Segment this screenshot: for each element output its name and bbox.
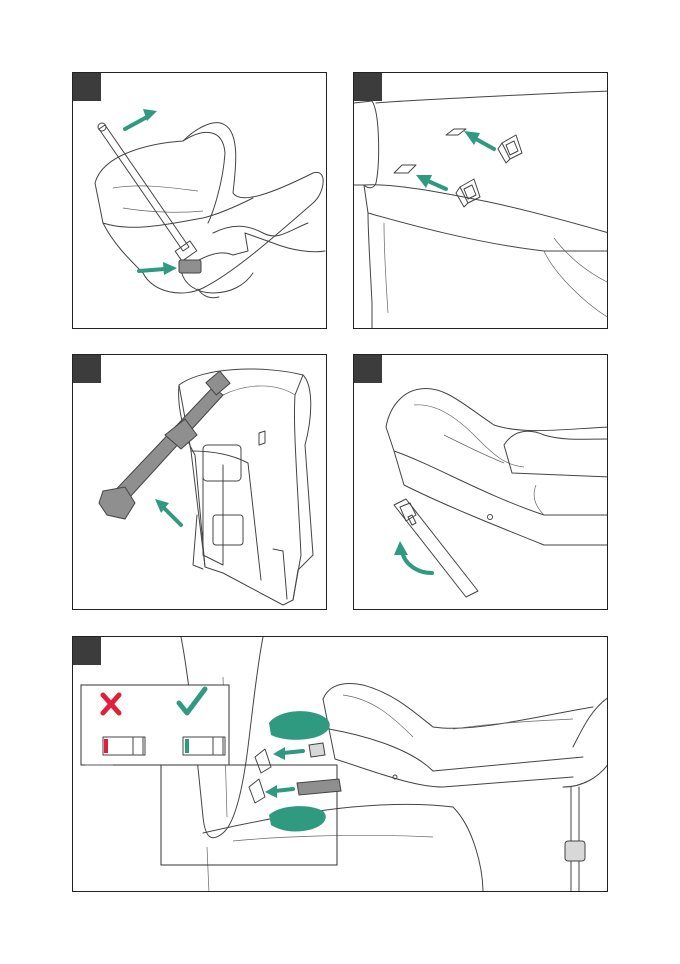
indicator-inset [81, 685, 229, 765]
insert-arrow-upper [464, 131, 494, 149]
release-button [179, 260, 201, 273]
panel-step-3 [72, 354, 327, 610]
support-leg [394, 499, 478, 597]
indicator-green [185, 739, 189, 753]
install-illustration [73, 637, 608, 892]
base-connector-illustration [73, 355, 327, 610]
insert-arrow-lower [416, 175, 446, 189]
lift-arrow [125, 109, 157, 129]
panel-step-2 [353, 72, 608, 329]
isofix-guide-upper [498, 135, 522, 163]
panel-step-1 [72, 72, 327, 329]
leg-adjuster [565, 841, 585, 861]
click-bubble-lower [269, 806, 326, 831]
carry-handle [98, 123, 197, 261]
isofix-guides-illustration [354, 73, 608, 329]
carrier-handle-illustration [73, 73, 327, 329]
click-bubble-upper [269, 711, 330, 740]
connector-arrow-upper [273, 747, 303, 760]
base-leg-illustration [354, 355, 608, 610]
isofix-guide-lower [456, 179, 480, 207]
indicator-red [104, 739, 108, 753]
connector-arrow-lower [265, 785, 293, 798]
panel-step-4 [353, 354, 608, 610]
press-arrow [139, 262, 177, 275]
panel-step-5 [72, 636, 608, 892]
attach-arrow [155, 499, 181, 525]
